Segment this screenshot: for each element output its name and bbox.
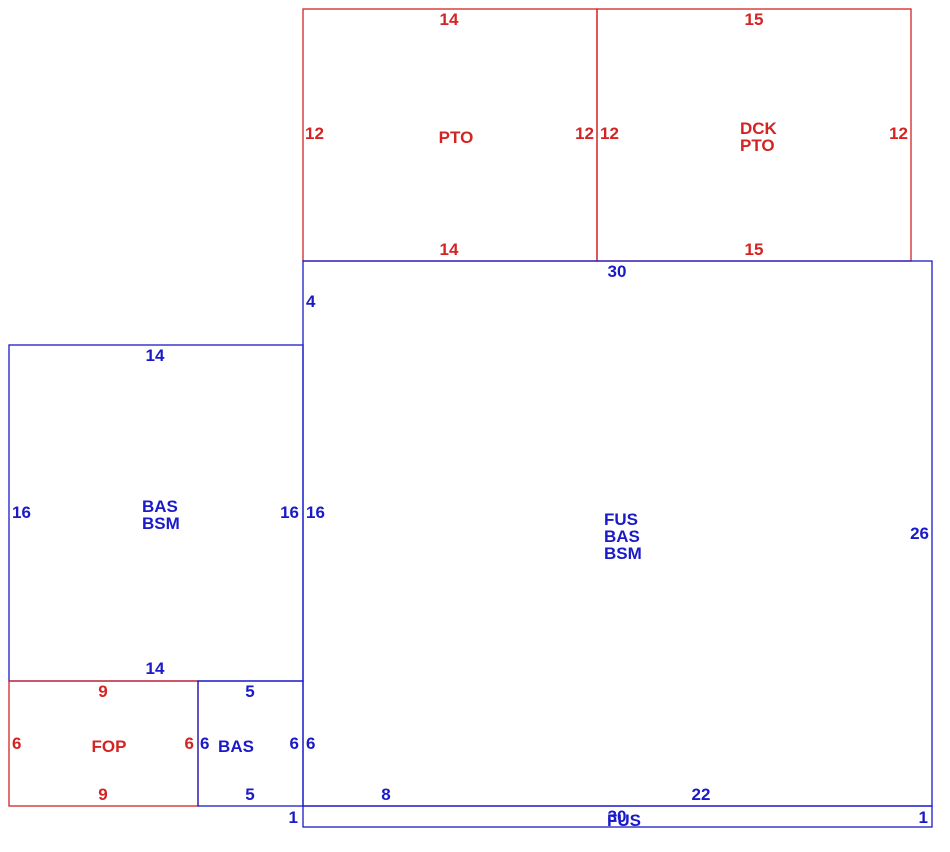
dim-bas-bsm-left: 16 — [12, 503, 31, 522]
dim-bas-small-bottom: 5 — [245, 785, 254, 804]
label-bas-small: BAS — [218, 737, 254, 756]
dim-bas-small-right: 6 — [290, 734, 299, 753]
area-bas-small: 5 5 6 6 BAS — [197, 680, 304, 807]
label-main-fus: FUS — [604, 510, 638, 529]
area-fop: 9 9 6 6 FOP — [8, 680, 199, 807]
dim-fop-top: 9 — [98, 682, 107, 701]
label-main-bsm: BSM — [604, 544, 642, 563]
dim-main-top: 30 — [608, 262, 627, 281]
area-bas-bsm: 14 14 16 16 BAS BSM — [8, 344, 304, 682]
dim-main-left-lower: 6 — [306, 734, 315, 753]
dim-fop-right: 6 — [185, 734, 194, 753]
dim-bas-small-top: 5 — [245, 682, 254, 701]
label-fus-strip: FUS — [607, 811, 641, 830]
dim-fus-strip-top: 30 — [608, 807, 627, 826]
label-dck: DCK — [740, 119, 778, 138]
dim-fus-strip-right: 1 — [919, 808, 928, 827]
dim-pto-bottom: 14 — [440, 240, 459, 259]
dim-fus-strip-left: 1 — [289, 808, 298, 827]
label-bas-bsm-2: BSM — [142, 514, 180, 533]
dim-main-left-upper: 4 — [306, 292, 316, 311]
dim-fop-left: 6 — [12, 734, 21, 753]
dim-main-bottom-right: 22 — [692, 785, 711, 804]
dim-fop-bottom: 9 — [98, 785, 107, 804]
dim-dck-right: 12 — [889, 124, 908, 143]
area-fus-strip: 30 FUS 1 1 — [289, 805, 933, 830]
dim-dck-left: 12 — [600, 124, 619, 143]
dim-bas-bsm-top: 14 — [146, 346, 165, 365]
dim-main-right: 26 — [910, 524, 929, 543]
area-main: 30 4 16 6 26 8 22 FUS BAS BSM — [302, 260, 933, 807]
label-dck-pto: PTO — [740, 136, 775, 155]
area-fus-strip-outline — [302, 805, 933, 828]
label-bas-bsm-1: BAS — [142, 497, 178, 516]
dim-pto-right: 12 — [575, 124, 594, 143]
label-fop: FOP — [92, 737, 127, 756]
dim-main-left-mid: 16 — [306, 503, 325, 522]
dim-pto-top: 14 — [440, 10, 459, 29]
dim-dck-top: 15 — [745, 10, 764, 29]
dim-dck-bottom: 15 — [745, 240, 764, 259]
dim-bas-small-left: 6 — [200, 734, 209, 753]
area-dck-pto: 15 15 12 12 DCK PTO — [596, 8, 912, 262]
dim-main-bottom-left: 8 — [381, 785, 390, 804]
area-pto-upper: 14 14 12 12 PTO — [302, 8, 598, 262]
dim-bas-bsm-right: 16 — [280, 503, 299, 522]
label-main-bas: BAS — [604, 527, 640, 546]
dim-pto-left: 12 — [305, 124, 324, 143]
label-pto: PTO — [439, 128, 474, 147]
dim-bas-bsm-bottom: 14 — [146, 659, 165, 678]
